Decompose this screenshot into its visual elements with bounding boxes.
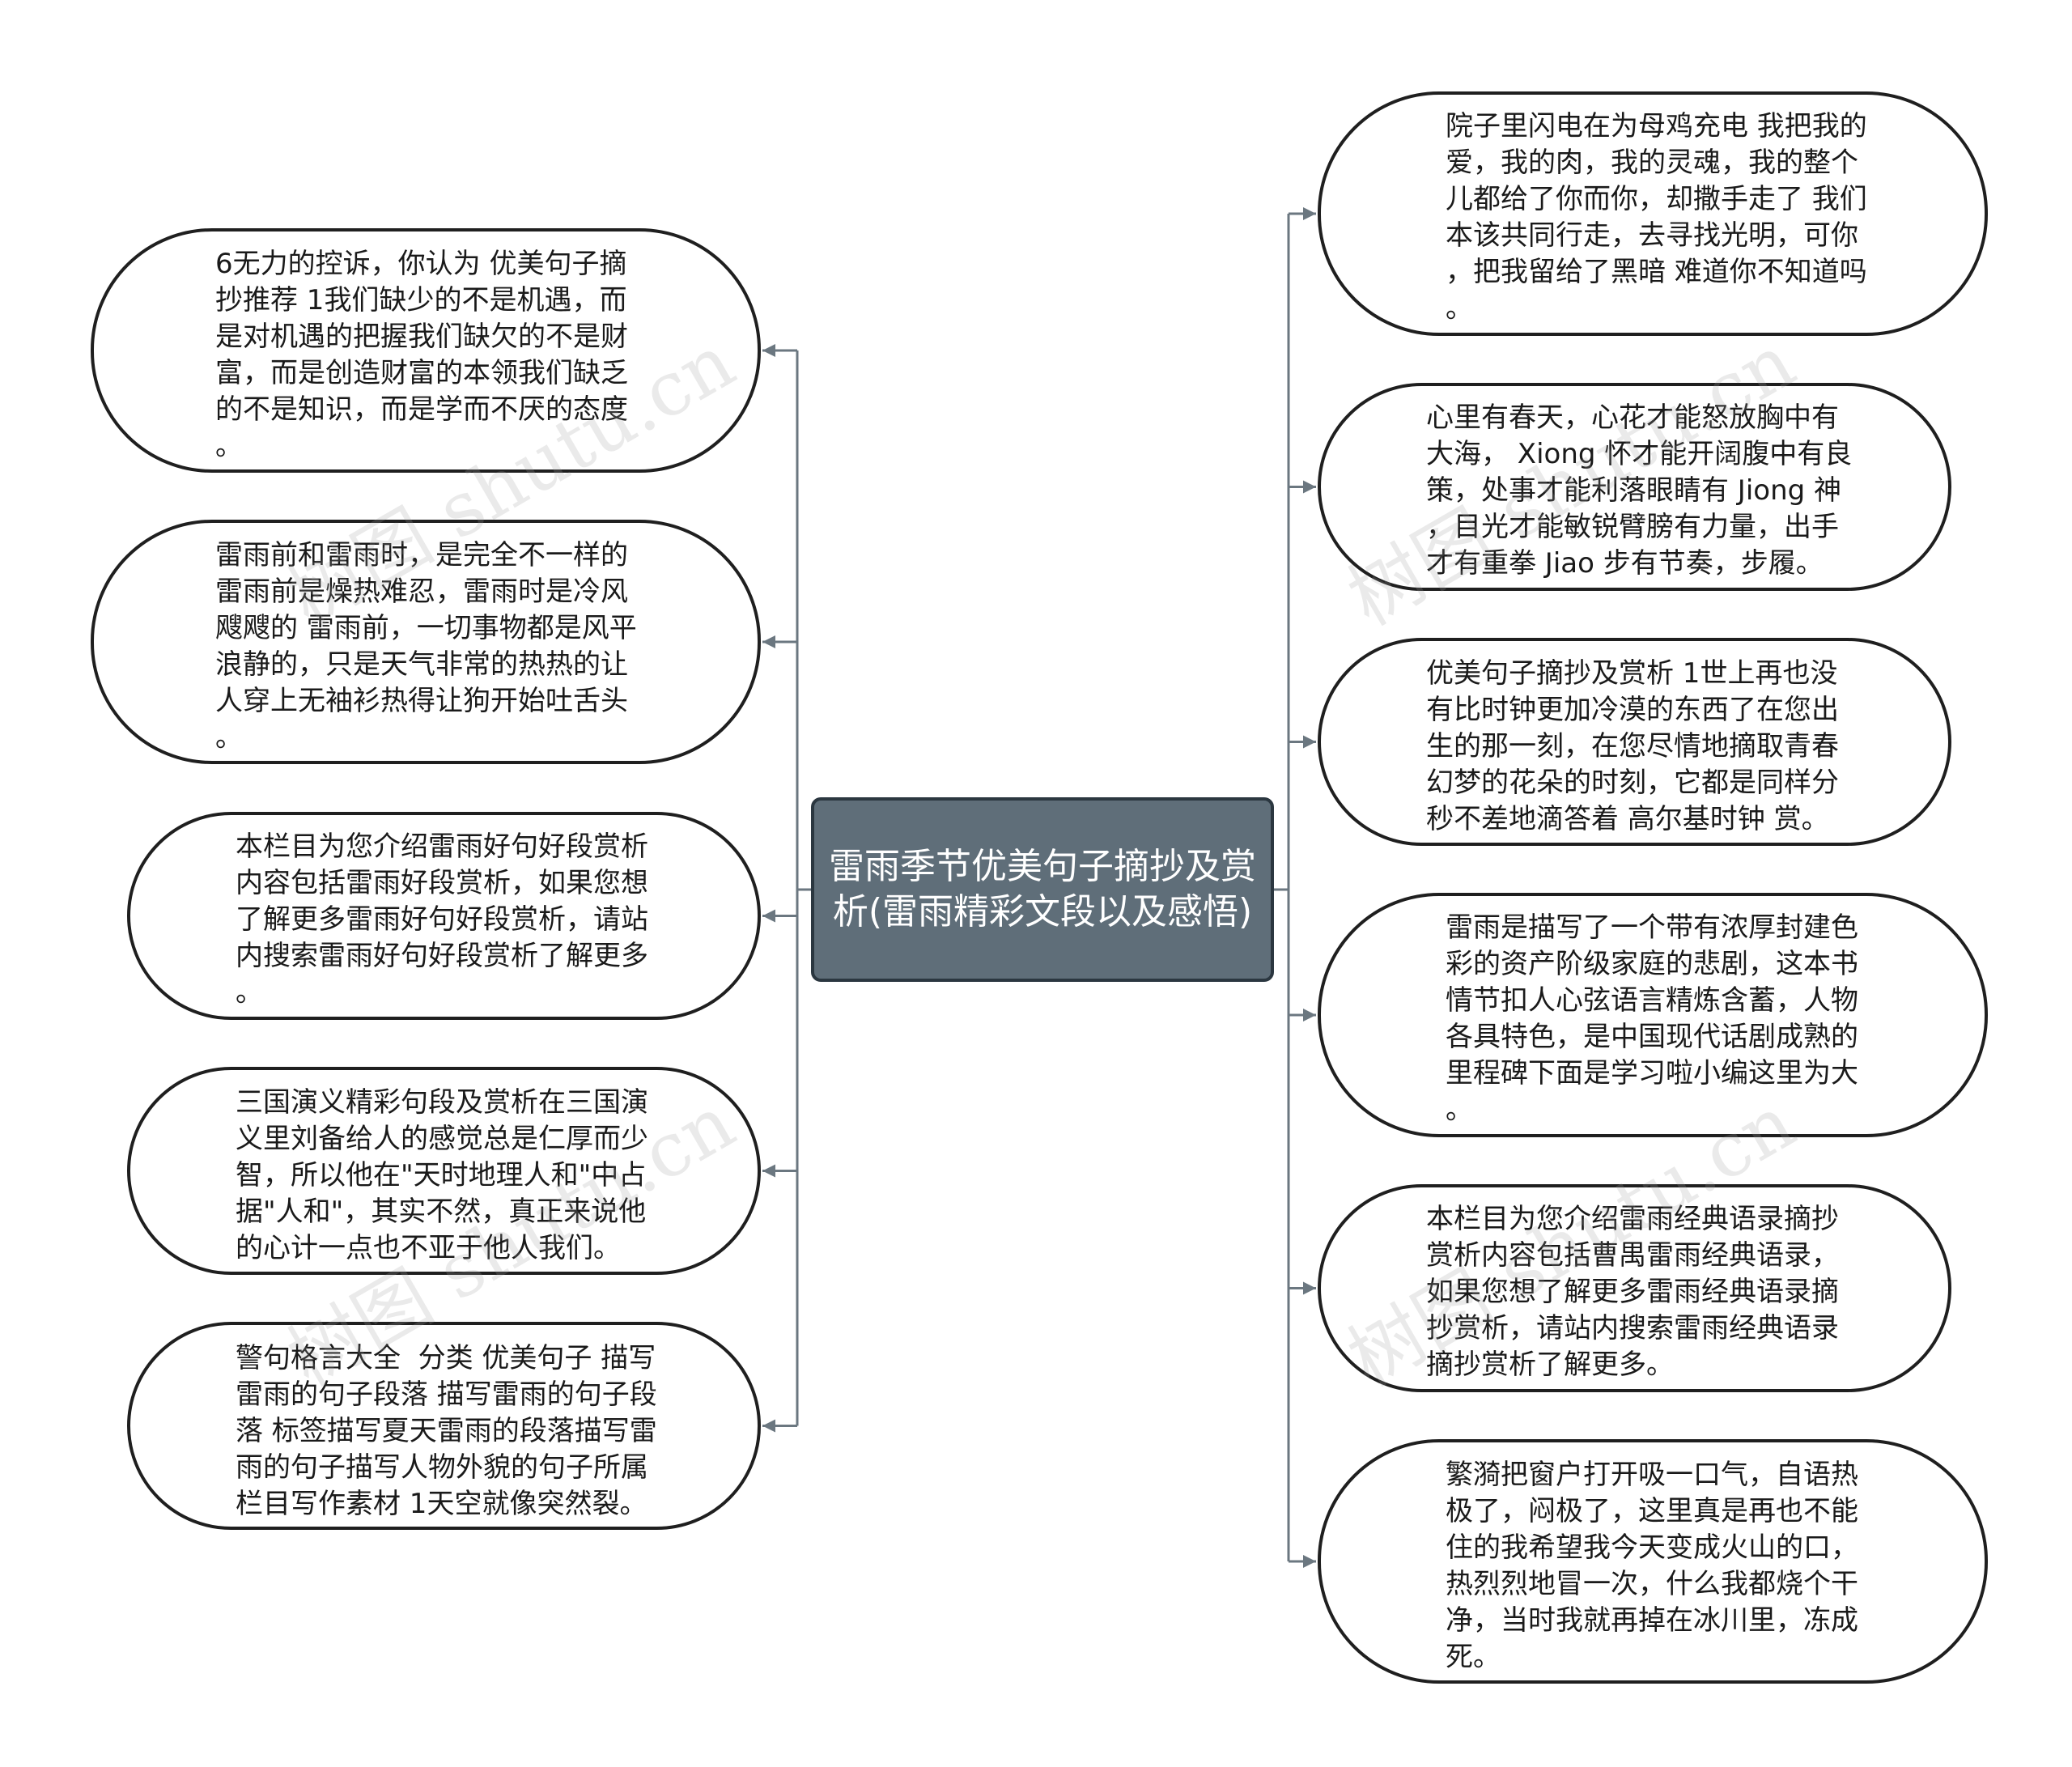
right-connector-arrow bbox=[1303, 1555, 1316, 1568]
left-node-5[interactable]: 警句格言大全 分类 优美句子 描写 雷雨的句子段落 描写雷雨的句子段 落 标签描… bbox=[127, 1322, 761, 1530]
left-node-text: 三国演义精彩句段及赏析在三国演 义里刘备给人的感觉总是仁厚而少 智，所以他在"天… bbox=[236, 1086, 648, 1264]
right-node-text: 繁漪把窗户打开吸一口气，自语热 极了，闷极了，这里真是再也不能 住的我希望我今天… bbox=[1446, 1459, 1858, 1673]
right-node-text: 本栏目为您介绍雷雨经典语录摘抄 赏析内容包括曹禺雷雨经典语录， 如果您想了解更多… bbox=[1426, 1203, 1839, 1381]
right-connector-arrow bbox=[1303, 1281, 1316, 1295]
right-node-3[interactable]: 优美句子摘抄及赏析 1世上再也没 有比时钟更加冷漠的东西了在您出 生的那一刻，在… bbox=[1318, 638, 1951, 846]
left-node-text: 本栏目为您介绍雷雨好句好段赏析 内容包括雷雨好段赏析，如果您想 了解更多雷雨好句… bbox=[236, 830, 648, 1009]
left-node-text: 6无力的控诉，你认为 优美句子摘 抄推荐 1我们缺少的不是机遇，而 是对机遇的把… bbox=[215, 248, 628, 462]
right-node-2[interactable]: 心里有春天，心花才能怒放胸中有 大海， Xiong 怀才能开阔腹中有良 策，处事… bbox=[1318, 383, 1951, 591]
central-topic-title: 雷雨季节优美句子摘抄及赏析(雷雨精彩文段以及感悟) bbox=[829, 846, 1256, 932]
right-node-1[interactable]: 院子里闪电在为母鸡充电 我把我的 爱，我的肉，我的灵魂，我的整个 儿都给了你而你… bbox=[1318, 91, 1988, 336]
left-node-3[interactable]: 本栏目为您介绍雷雨好句好段赏析 内容包括雷雨好段赏析，如果您想 了解更多雷雨好句… bbox=[127, 812, 761, 1020]
left-node-2[interactable]: 雷雨前和雷雨时，是完全不一样的 雷雨前是燥热难忍，雷雨时是冷风 飕飕的 雷雨前，… bbox=[91, 520, 761, 764]
left-connector-arrow bbox=[762, 635, 775, 648]
right-connector-arrow bbox=[1303, 207, 1316, 220]
left-connector-arrow bbox=[762, 1419, 775, 1433]
left-node-text: 雷雨前和雷雨时，是完全不一样的 雷雨前是燥热难忍，雷雨时是冷风 飕飕的 雷雨前，… bbox=[215, 539, 637, 754]
right-connector-arrow bbox=[1303, 480, 1316, 494]
left-connector-arrow bbox=[762, 909, 775, 923]
right-connector-arrow bbox=[1303, 735, 1316, 749]
left-connector-arrow bbox=[762, 1164, 775, 1178]
right-connector-arrow bbox=[1303, 1009, 1316, 1022]
left-node-text: 警句格言大全 分类 优美句子 描写 雷雨的句子段落 描写雷雨的句子段 落 标签描… bbox=[236, 1342, 657, 1520]
central-topic[interactable]: 雷雨季节优美句子摘抄及赏析(雷雨精彩文段以及感悟) bbox=[811, 797, 1274, 982]
right-node-5[interactable]: 本栏目为您介绍雷雨经典语录摘抄 赏析内容包括曹禺雷雨经典语录， 如果您想了解更多… bbox=[1318, 1184, 1951, 1392]
right-node-6[interactable]: 繁漪把窗户打开吸一口气，自语热 极了，闷极了，这里真是再也不能 住的我希望我今天… bbox=[1318, 1439, 1988, 1684]
right-node-text: 优美句子摘抄及赏析 1世上再也没 有比时钟更加冷漠的东西了在您出 生的那一刻，在… bbox=[1426, 657, 1839, 835]
left-connector-arrow bbox=[762, 344, 775, 357]
right-node-4[interactable]: 雷雨是描写了一个带有浓厚封建色 彩的资产阶级家庭的悲剧，这本书 情节扣人心弦语言… bbox=[1318, 893, 1988, 1137]
left-node-1[interactable]: 6无力的控诉，你认为 优美句子摘 抄推荐 1我们缺少的不是机遇，而 是对机遇的把… bbox=[91, 228, 761, 473]
right-node-text: 雷雨是描写了一个带有浓厚封建色 彩的资产阶级家庭的悲剧，这本书 情节扣人心弦语言… bbox=[1446, 911, 1858, 1126]
right-node-text: 心里有春天，心花才能怒放胸中有 大海， Xiong 怀才能开阔腹中有良 策，处事… bbox=[1426, 401, 1853, 580]
left-node-4[interactable]: 三国演义精彩句段及赏析在三国演 义里刘备给人的感觉总是仁厚而少 智，所以他在"天… bbox=[127, 1067, 761, 1275]
right-node-text: 院子里闪电在为母鸡充电 我把我的 爱，我的肉，我的灵魂，我的整个 儿都给了你而你… bbox=[1446, 110, 1867, 325]
